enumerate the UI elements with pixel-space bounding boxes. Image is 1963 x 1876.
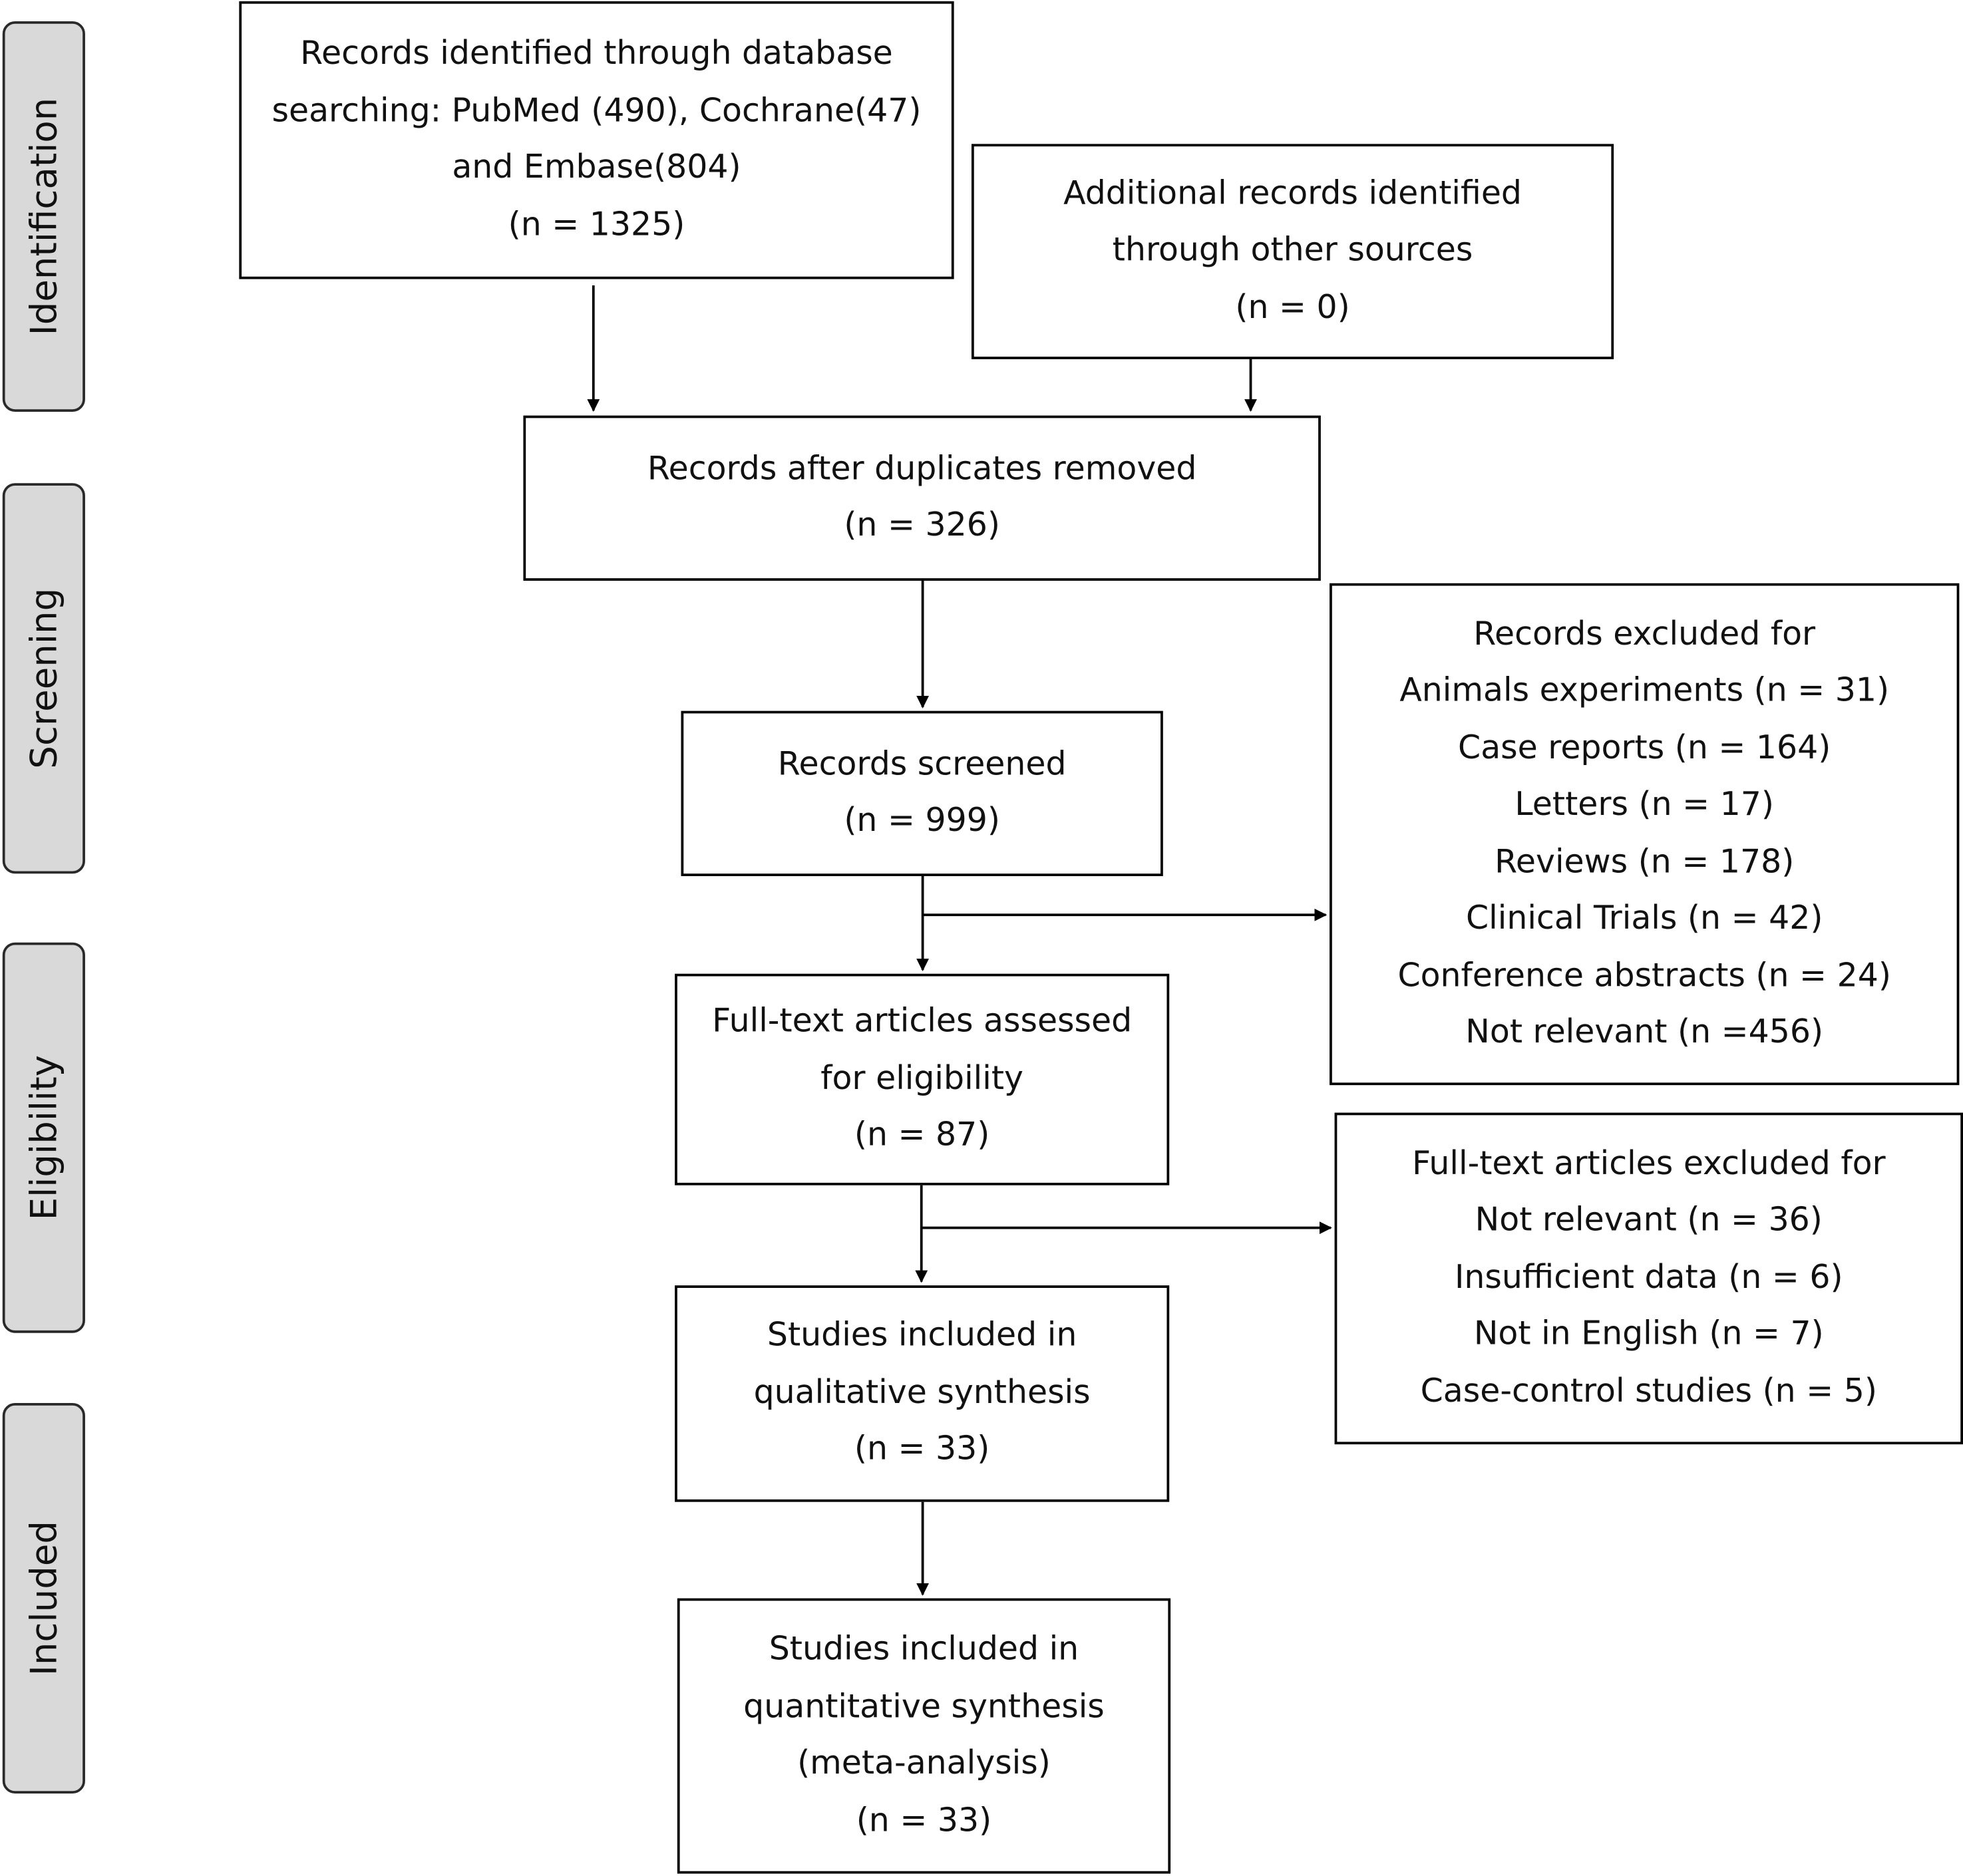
box-line: quantitative synthesis — [743, 1688, 1105, 1726]
box-line: through other sources — [1112, 232, 1473, 269]
box-line: Case-control studies (n = 5) — [1420, 1372, 1877, 1410]
box-line: Studies included in — [769, 1631, 1079, 1668]
box-line: (n = 326) — [844, 506, 1000, 545]
box-line: (n = 0) — [1235, 289, 1350, 327]
phase-screening: Screening — [2, 483, 85, 874]
box-line: (n = 33) — [856, 1801, 992, 1839]
box-database-search: Records identified through database sear… — [239, 1, 954, 279]
box-full-text-excluded: Full-text articles excluded for Not rele… — [1334, 1112, 1963, 1445]
box-line: Studies included in — [767, 1317, 1077, 1355]
box-other-sources: Additional records identified through ot… — [971, 144, 1614, 359]
box-line: Case reports (n = 164) — [1458, 728, 1831, 767]
box-records-screened: Records screened (n = 999) — [681, 710, 1163, 876]
box-quantitative-synthesis: Studies included in quantitative synthes… — [677, 1598, 1171, 1874]
box-line: Conference abstracts (n = 24) — [1397, 957, 1891, 995]
box-line: (n = 1325) — [508, 206, 685, 243]
box-line: Clinical Trials (n = 42) — [1466, 899, 1823, 938]
phase-identification: Identification — [2, 21, 85, 412]
box-line: searching: PubMed (490), Cochrane(47) — [271, 92, 922, 130]
box-line: Records excluded for — [1473, 615, 1816, 653]
box-line: Insufficient data (n = 6) — [1454, 1259, 1843, 1297]
box-after-duplicates: Records after duplicates removed (n = 32… — [523, 415, 1321, 581]
box-records-excluded: Records excluded for Animals experiments… — [1330, 583, 1960, 1086]
box-line: (meta-analysis) — [797, 1744, 1051, 1783]
box-line: Additional records identified — [1063, 174, 1522, 213]
box-line: Records after duplicates removed — [647, 450, 1197, 488]
box-full-text-assessed: Full-text articles assessed for eligibil… — [675, 973, 1170, 1185]
box-line: Animals experiments (n = 31) — [1399, 672, 1890, 710]
box-qualitative-synthesis: Studies included in qualitative synthesi… — [675, 1285, 1170, 1502]
box-line: Full-text articles assessed — [712, 1003, 1133, 1040]
box-line: for eligibility — [820, 1060, 1023, 1098]
box-line: Records identified through database — [300, 35, 893, 73]
box-line: qualitative synthesis — [753, 1374, 1091, 1412]
box-line: and Embase(804) — [452, 148, 741, 187]
box-line: Not in English (n = 7) — [1473, 1315, 1824, 1354]
box-line: (n = 999) — [844, 802, 1000, 840]
box-line: Records screened — [777, 745, 1067, 783]
box-line: Not relevant (n =456) — [1465, 1013, 1824, 1052]
box-line: (n = 87) — [854, 1116, 990, 1155]
box-line: Full-text articles excluded for — [1411, 1145, 1886, 1183]
box-line: Letters (n = 17) — [1515, 786, 1775, 824]
box-line: Reviews (n = 178) — [1495, 843, 1795, 881]
box-line: Not relevant (n = 36) — [1475, 1201, 1823, 1240]
phase-included: Included — [2, 1403, 85, 1794]
phase-eligibility: Eligibility — [2, 942, 85, 1333]
box-line: (n = 33) — [854, 1430, 990, 1469]
